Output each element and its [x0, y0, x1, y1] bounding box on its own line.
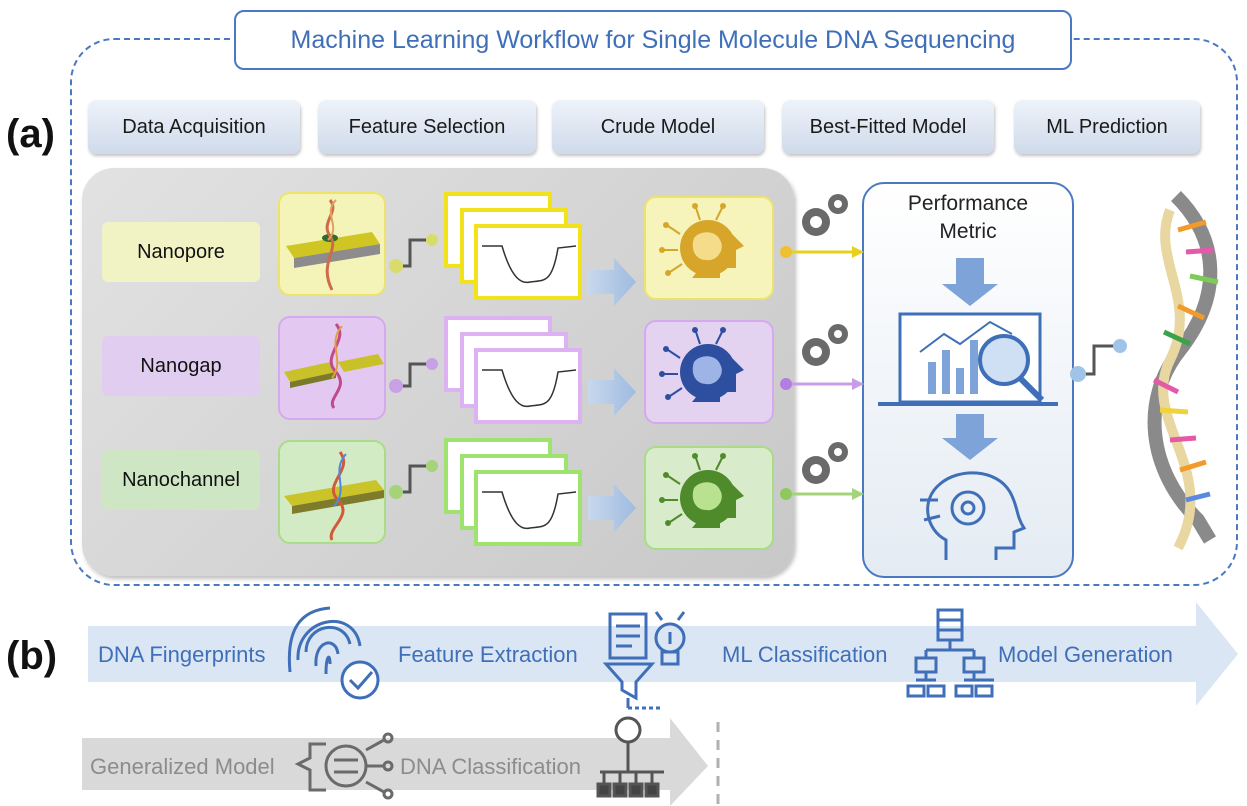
nanopore-signal-stack [444, 192, 582, 300]
performance-line1: Performance [907, 192, 1029, 215]
nanogap-signal-stack [444, 316, 582, 424]
brain-head-icon [659, 203, 744, 278]
classification-tree-icon [596, 716, 664, 798]
performance-metric-label: Performance Metric [862, 190, 1074, 246]
performance-line2: Metric [939, 220, 997, 243]
feature-to-model-arrows [588, 258, 636, 532]
flow-feature-extraction: Feature Extraction [398, 642, 578, 667]
stage-best-fitted-model: Best-Fitted Model [782, 100, 994, 154]
document-filter-lightbulb-icon [602, 611, 686, 710]
dna-helix-icon [1147, 191, 1219, 551]
panel-b-label: (b) [6, 634, 58, 678]
flow-ml-classification: ML Classification [722, 642, 888, 667]
model-to-metric-arrows [780, 246, 864, 500]
flow-dna-fingerprints: DNA Fingerprints [98, 642, 266, 667]
stage-crude-model: Crude Model [552, 100, 764, 154]
fingerprint-check-icon [287, 606, 380, 700]
flow-arrow-row2 [82, 718, 708, 806]
technique-nanogap: Nanogap [102, 336, 260, 396]
stage-ml-prediction: ML Prediction [1014, 100, 1200, 154]
brain-head-icon [659, 327, 744, 402]
nanopore-device-icon [286, 199, 380, 291]
technique-nanopore: Nanopore [102, 222, 260, 282]
nanochannel-signal-stack [444, 438, 582, 546]
gears-icon [802, 194, 848, 484]
prediction-connector [1070, 339, 1127, 382]
down-arrow-icon [942, 414, 998, 460]
down-arrow-icon [942, 258, 998, 306]
head-gear-icon [920, 471, 1027, 560]
device-connectors [398, 238, 430, 494]
flow-generalized-model: Generalized Model [90, 754, 275, 779]
diagram-title: Machine Learning Workflow for Single Mol… [234, 10, 1072, 70]
stage-feature-selection: Feature Selection [318, 100, 536, 154]
nanogap-device-icon [284, 323, 384, 409]
panel-a-label: (a) [6, 112, 55, 156]
technique-nanochannel: Nanochannel [102, 450, 260, 510]
flow-model-generation: Model Generation [998, 642, 1173, 667]
flow-dna-classification: DNA Classification [400, 754, 581, 779]
analytics-magnifier-icon [878, 312, 1058, 406]
stage-data-acquisition: Data Acquisition [88, 100, 300, 154]
gear-head-circuit-icon [294, 732, 394, 800]
hierarchy-tree-icon [906, 608, 994, 698]
brain-head-icon [659, 453, 744, 528]
nanochannel-device-icon [284, 451, 384, 541]
